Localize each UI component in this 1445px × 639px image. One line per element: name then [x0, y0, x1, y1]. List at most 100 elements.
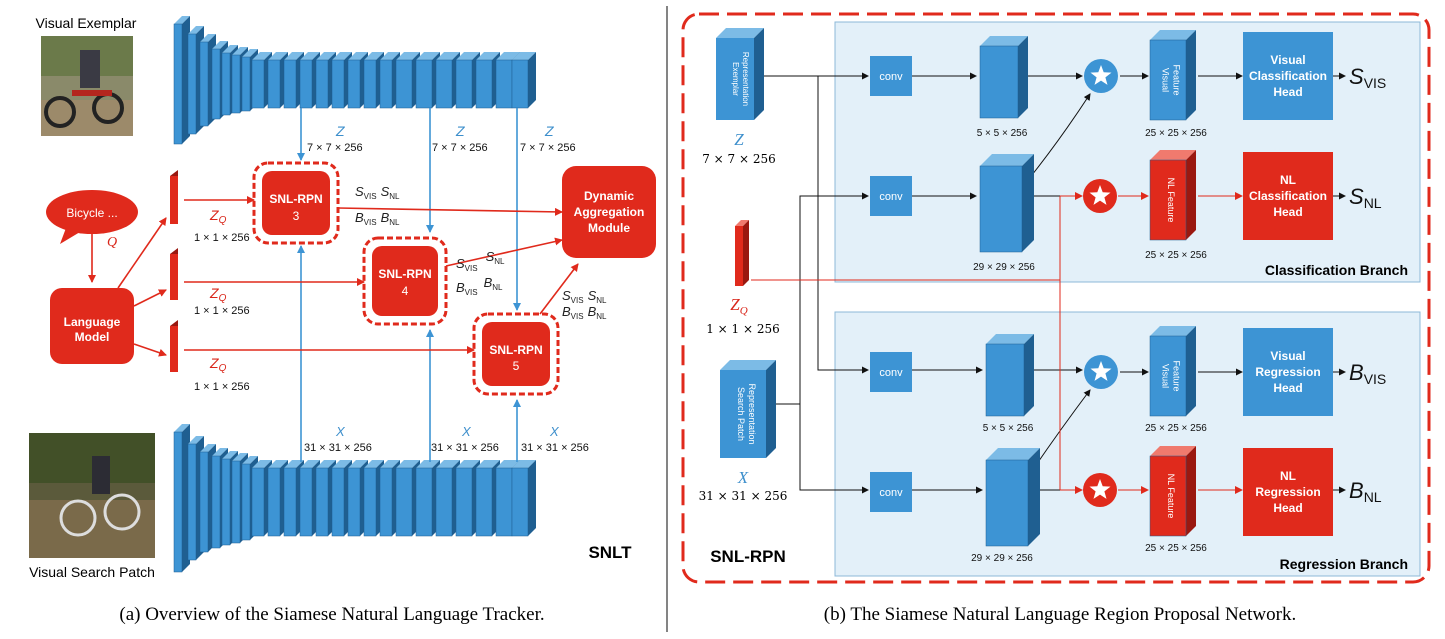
output-b-vis: BVIS [1349, 360, 1386, 387]
exemplar-feature-cube-cls [979, 36, 1028, 119]
svg-text:Feature: Feature [1172, 64, 1182, 95]
svg-text:5: 5 [513, 359, 520, 373]
output-s-vis: SVIS [1349, 64, 1386, 91]
z-dim-3: 7 × 7 × 256 [520, 142, 576, 154]
q-label: Q [107, 235, 117, 250]
bicycle-query-bubble: Bicycle ... [46, 190, 138, 244]
zq-label-1: ZQ [209, 207, 227, 226]
svg-text:Visual: Visual [1161, 68, 1171, 92]
nl-feature-cube-cls: NL Feature [1149, 150, 1196, 241]
search-feature-cube-cls [979, 154, 1034, 253]
zq-dim-b: 1 × 1 × 256 [706, 322, 780, 336]
svg-text:3: 3 [293, 209, 300, 223]
z-dim-2: 7 × 7 × 256 [432, 142, 488, 154]
zq-label-3: ZQ [209, 355, 227, 374]
b-labels-4: BVISBNL [456, 275, 503, 297]
z-label-2: Z [455, 123, 465, 139]
zq-dim-1: 1 × 1 × 256 [194, 232, 250, 244]
search-feature-cube-reg [985, 448, 1040, 547]
output-s-nl: SNL [1349, 184, 1382, 211]
z-label-3: Z [544, 123, 554, 139]
svg-text:Language: Language [64, 315, 121, 329]
visual-regression-head: Visual Regression Head [1243, 328, 1333, 416]
s-labels-4: SVISSNL [456, 249, 505, 273]
caption-a: (a) Overview of the Siamese Natural Lang… [119, 604, 544, 625]
exemplar-backbone [173, 16, 536, 145]
svg-text:Head: Head [1273, 501, 1302, 515]
x-dim-3: 31 × 31 × 256 [521, 442, 589, 454]
exemplar-feature-cube-reg [985, 334, 1034, 417]
svg-text:Model: Model [75, 330, 110, 344]
svg-text:Visual: Visual [1270, 349, 1305, 363]
svg-text:NL Feature: NL Feature [1166, 178, 1176, 223]
x-dim-2: 31 × 31 × 256 [431, 442, 499, 454]
svg-text:SNL-RPN: SNL-RPN [489, 343, 542, 357]
nl-feature-cube-reg: NL Feature [1149, 446, 1196, 537]
dynamic-aggregation-module: Dynamic Aggregation Module [562, 166, 656, 258]
language-model-box: Language Model [50, 288, 134, 364]
backbone-layer [173, 424, 190, 573]
svg-text:NL: NL [1280, 469, 1296, 483]
conv-box-1: conv [870, 56, 912, 96]
snlt-label: SNLT [588, 543, 632, 562]
z-arrows [297, 108, 521, 311]
svg-text:Feature: Feature [1172, 360, 1182, 391]
visual-exemplar-label: Visual Exemplar [36, 15, 137, 31]
conv-box-4: conv [870, 472, 912, 512]
nl-classification-head: NL Classification Head [1243, 152, 1333, 240]
svg-text:Head: Head [1273, 381, 1302, 395]
z-label-1: Z [335, 123, 345, 139]
svg-text:Representation: Representation [741, 52, 750, 106]
svg-text:Aggregation: Aggregation [574, 205, 645, 219]
conv-box-3: conv [870, 352, 912, 392]
correlation-stars [1083, 59, 1118, 507]
svg-text:conv: conv [879, 487, 903, 499]
z-dim-1: 7 × 7 × 256 [307, 142, 363, 154]
caption-b: (b) The Siamese Natural Language Region … [824, 604, 1296, 625]
visual-search-image [29, 433, 155, 558]
visual-search-label: Visual Search Patch [29, 564, 155, 580]
backbone-layer [511, 460, 536, 537]
visual-correlation-icon-reg [1084, 355, 1118, 389]
svg-text:Regression: Regression [1255, 485, 1320, 499]
zq-label-2: ZQ [209, 285, 227, 304]
zq-dim-2: 1 × 1 × 256 [194, 305, 250, 317]
svg-text:Classification: Classification [1249, 69, 1327, 83]
x-label-2: X [461, 424, 472, 439]
svg-text:NL Feature: NL Feature [1166, 474, 1176, 519]
svg-text:SNL-RPN: SNL-RPN [269, 192, 322, 206]
svg-text:Search Patch: Search Patch [736, 387, 746, 441]
visual-correlation-icon-cls [1084, 59, 1118, 93]
dim-5-reg: 5 × 5 × 256 [983, 423, 1034, 434]
visual-exemplar-image [41, 36, 133, 136]
svg-text:Head: Head [1273, 85, 1302, 99]
classification-branch-label: Classification Branch [1265, 262, 1408, 278]
z-label-b: Z [734, 130, 744, 149]
x-dim-b: 31 × 31 × 256 [699, 489, 788, 503]
bicycle-text: Bicycle ... [66, 206, 117, 220]
zq-vectors [170, 170, 178, 372]
dim-25-nl-reg: 25 × 25 × 256 [1145, 543, 1207, 554]
panel-b: Classification Branch Regression Branch … [681, 12, 1431, 625]
nl-correlation-icon-cls [1083, 179, 1117, 213]
svg-text:Representation: Representation [747, 383, 757, 444]
dim-25-vis-reg: 25 × 25 × 256 [1145, 423, 1207, 434]
nl-regression-head: NL Regression Head [1243, 448, 1333, 536]
svg-text:SNL-RPN: SNL-RPN [378, 267, 431, 281]
zq-dim-3: 1 × 1 × 256 [194, 381, 250, 393]
snl-rpn-4: SNL-RPN 4 [362, 236, 448, 326]
svg-text:Regression: Regression [1255, 365, 1320, 379]
snl-rpn-3: SNL-RPN 3 [252, 161, 340, 245]
panel-a: Visual Exemplar Visual Search Patch [29, 15, 656, 625]
regression-branch-label: Regression Branch [1280, 556, 1408, 572]
visual-classification-head: Visual Classification Head [1243, 32, 1333, 120]
svg-text:Classification: Classification [1249, 189, 1327, 203]
svg-text:Visual: Visual [1270, 53, 1305, 67]
